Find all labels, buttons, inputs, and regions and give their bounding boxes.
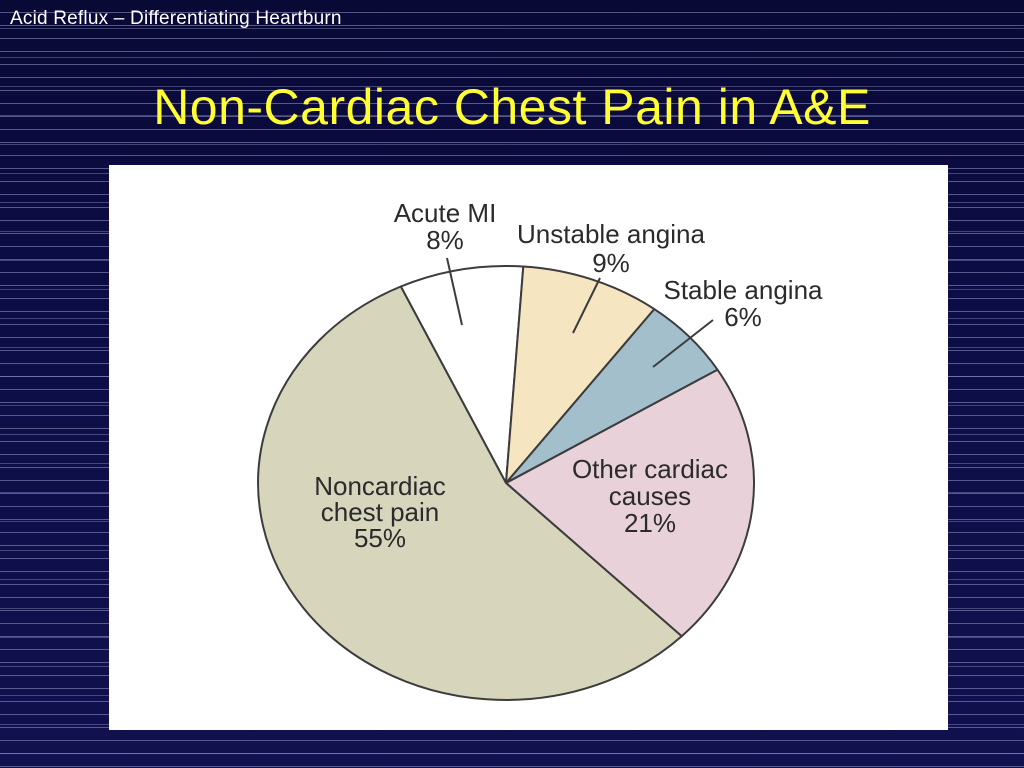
pie-label-text: Noncardiac — [314, 471, 446, 501]
pie-label-acute-mi: Acute MI 8% — [355, 200, 535, 254]
leader-line-stable-angina — [652, 319, 714, 368]
pie-label-pct: 8% — [426, 225, 464, 255]
leader-lines — [446, 257, 714, 368]
slide-header-text: Acid Reflux – Differentiating Heartburn — [10, 8, 342, 29]
pie-label-pct: 55% — [353, 523, 407, 553]
pie-label-text: Acute MI — [393, 198, 497, 228]
slide-title: Non-Cardiac Chest Pain in A&E — [153, 79, 871, 135]
pie-label-pct: 6% — [724, 302, 762, 332]
pie-slice — [257, 285, 683, 701]
pie-label-text: chest pain — [320, 497, 440, 527]
pie-label-stable-angina: Stable angina 6% — [643, 277, 843, 331]
pie-label-text: causes — [608, 481, 692, 511]
pie-label-noncardiac: Noncardiac chest pain 55% — [280, 473, 480, 551]
pie-label-text: Unstable angina — [517, 219, 705, 249]
pie-chart-svg — [257, 257, 755, 701]
pie-slice — [505, 368, 755, 638]
pie-label-text: Stable angina — [663, 275, 823, 305]
pie-label-pct: 9% — [592, 248, 630, 278]
pie-chart-panel: Acute MI 8% Unstable angina 9% Stable an… — [109, 165, 948, 730]
pie-label-other-cardiac: Other cardiac causes 21% — [540, 456, 760, 537]
pie-label-pct: 21% — [623, 508, 677, 538]
pie-slice — [505, 265, 656, 484]
leader-line-unstable-angina — [572, 277, 601, 334]
pie-slices — [257, 265, 755, 701]
pie-label-text: Other cardiac — [571, 454, 729, 484]
pie-label-unstable-angina: Unstable angina 9% — [501, 220, 721, 278]
pie-slice — [399, 265, 525, 484]
leader-line-acute-mi — [446, 257, 463, 326]
